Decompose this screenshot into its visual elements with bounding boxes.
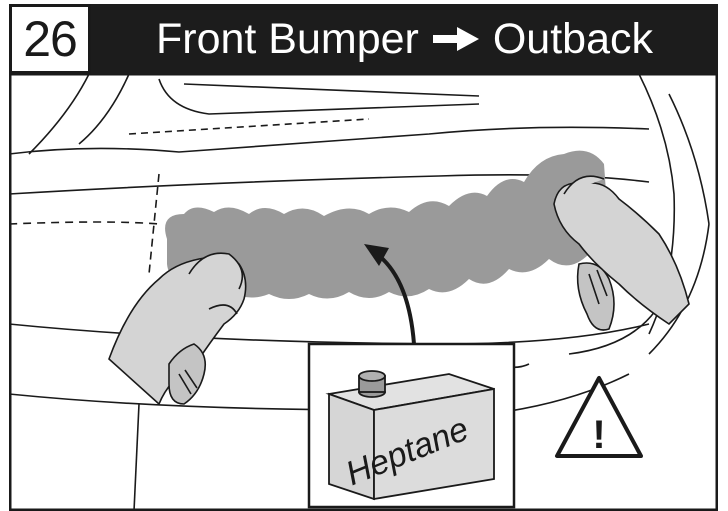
step-number-box: 26 (9, 4, 91, 74)
left-hand-with-cloth (109, 253, 246, 404)
warning-symbol: ! (592, 413, 605, 457)
step-number: 26 (23, 14, 77, 64)
title-from: Front Bumper (156, 15, 419, 64)
heptane-inset: Heptane (309, 344, 514, 507)
title-bar: Front Bumper Outback (91, 4, 718, 74)
right-arrow-icon (433, 27, 479, 51)
bumper-illustration: Heptane ! (9, 74, 718, 511)
title-to: Outback (493, 15, 653, 64)
warning-triangle-icon: ! (557, 378, 641, 457)
